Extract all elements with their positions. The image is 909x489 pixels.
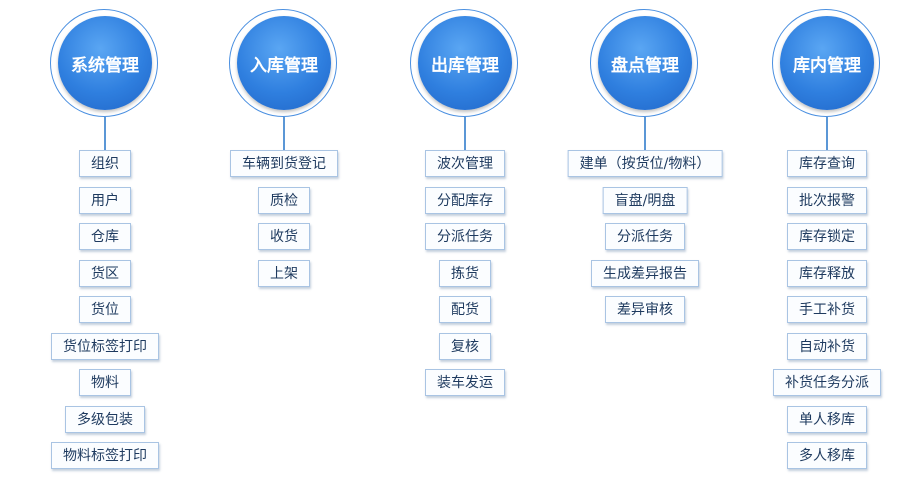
function-item: 复核 <box>439 332 491 360</box>
function-item: 用户 <box>79 186 131 214</box>
function-item: 批次报警 <box>787 186 867 214</box>
module-title: 出库管理 <box>418 16 512 110</box>
function-item: 分配库存 <box>425 186 505 214</box>
connector-line <box>464 117 466 151</box>
function-item: 库存锁定 <box>787 223 867 250</box>
module-title: 系统管理 <box>58 16 152 110</box>
connector-line <box>826 117 828 151</box>
connector-line <box>644 117 646 151</box>
function-item: 差异审核 <box>605 296 685 323</box>
function-item: 物料 <box>79 369 131 396</box>
function-item: 盲盘/明盘 <box>602 186 688 214</box>
function-item: 车辆到货登记 <box>230 150 338 177</box>
function-item: 货位 <box>79 296 131 323</box>
module-title: 盘点管理 <box>598 16 692 110</box>
function-item: 库存释放 <box>787 259 867 287</box>
function-item: 单人移库 <box>787 405 867 433</box>
module-ring <box>229 9 337 117</box>
module-inbound: 入库管理车辆到货登记质检收货上架 <box>184 0 384 489</box>
module-outbound: 出库管理波次管理分配库存分派任务拣货配货复核装车发运 <box>365 0 565 489</box>
function-item: 货位标签打印 <box>51 332 159 360</box>
module-ring <box>50 9 158 117</box>
function-item: 分派任务 <box>605 223 685 250</box>
module-title: 入库管理 <box>237 16 331 110</box>
function-item: 多人移库 <box>787 442 867 469</box>
function-item: 波次管理 <box>425 150 505 177</box>
module-ring <box>410 9 518 117</box>
function-item: 自动补货 <box>787 332 867 360</box>
module-system: 系统管理组织用户仓库货区货位货位标签打印物料多级包装物料标签打印 <box>5 0 205 489</box>
module-ring <box>590 9 698 117</box>
function-item: 物料标签打印 <box>51 442 159 469</box>
function-item: 多级包装 <box>65 405 145 433</box>
connector-line <box>283 117 285 151</box>
function-item: 货区 <box>79 259 131 287</box>
module-ring <box>772 9 880 117</box>
module-title: 库内管理 <box>780 16 874 110</box>
function-item: 配货 <box>439 296 491 323</box>
function-item: 库存查询 <box>787 150 867 177</box>
function-item: 手工补货 <box>787 296 867 323</box>
function-item: 仓库 <box>79 223 131 250</box>
function-item: 装车发运 <box>425 369 505 396</box>
function-item: 建单（按货位/物料） <box>567 150 723 177</box>
function-item: 拣货 <box>439 259 491 287</box>
connector-line <box>104 117 106 151</box>
function-item: 分派任务 <box>425 223 505 250</box>
module-inventory: 库内管理库存查询批次报警库存锁定库存释放手工补货自动补货补货任务分派单人移库多人… <box>727 0 909 489</box>
module-stocktake: 盘点管理建单（按货位/物料） 盲盘/明盘分派任务生成差异报告差异审核 <box>545 0 745 489</box>
function-item: 收货 <box>258 223 310 250</box>
function-item: 生成差异报告 <box>591 259 699 287</box>
function-item: 质检 <box>258 186 310 214</box>
function-item: 组织 <box>79 150 131 177</box>
function-item: 补货任务分派 <box>773 369 881 396</box>
function-item: 上架 <box>258 259 310 287</box>
